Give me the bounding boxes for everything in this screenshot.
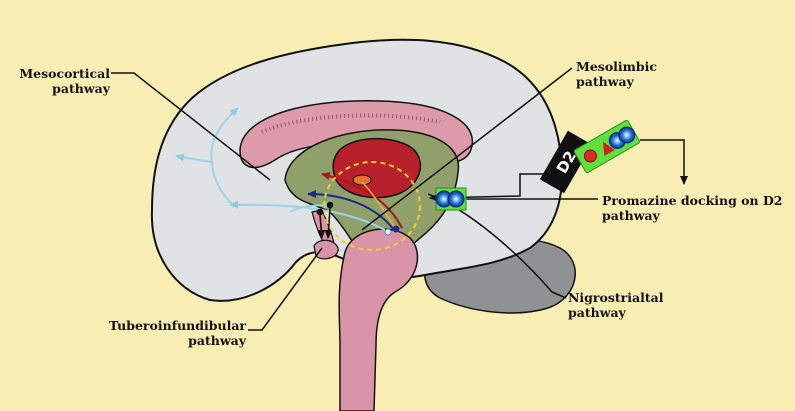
substantia-nigra-dot (392, 225, 400, 233)
free-drug-ring-2 (447, 190, 465, 208)
vta-dot (384, 228, 392, 236)
callosum-stripes (261, 113, 441, 134)
promazine-label-line1: Promazine docking on D2 (602, 193, 783, 208)
tuberoinfundibular-label-line1: Tuberoinfundibular (109, 318, 246, 333)
mesocortical-label-line1: Mesocortical (19, 66, 110, 81)
tuberoinfundibular-label-line2: pathway (188, 333, 246, 348)
drug-molecule-triangle (603, 141, 615, 157)
mesolimbic-arrow (321, 172, 403, 229)
mesolimbic-label-line2: pathway (576, 74, 634, 89)
nucleus-accumbens (352, 174, 372, 186)
mesocortical-label: Mesocortical pathway (10, 66, 110, 96)
promazine-label-line2: pathway (602, 208, 660, 223)
drug-ring-2 (618, 126, 636, 144)
tuberoinfundibular-label: Tuberoinfundibular pathway (100, 318, 246, 348)
mesolimbic-label-line1: Mesolimbic (576, 59, 657, 74)
brainstem (338, 228, 419, 411)
promazine-label: Promazine docking on D2 pathway (602, 193, 782, 223)
mesolimbic-arrow-inner (361, 181, 399, 233)
nigrostriatal-label-line2: pathway (568, 305, 626, 320)
nigrostriatal-label: Nigrostrialtal pathway (568, 290, 663, 320)
nigrostriatal-arrow (307, 190, 395, 231)
mesocortical-arrows (175, 107, 386, 231)
pituitary (313, 239, 339, 260)
dopamine-region-circle (323, 161, 421, 251)
drug-molecule-red (583, 149, 597, 163)
tuberoinfundibular-arrows (316, 201, 334, 239)
nigrostriatal-label-line1: Nigrostrialtal (568, 290, 664, 305)
free-drug (435, 187, 467, 211)
drug-complex (573, 119, 640, 174)
mesocortical-label-line2: pathway (52, 81, 110, 96)
mesolimbic-label: Mesolimbic pathway (576, 59, 657, 89)
